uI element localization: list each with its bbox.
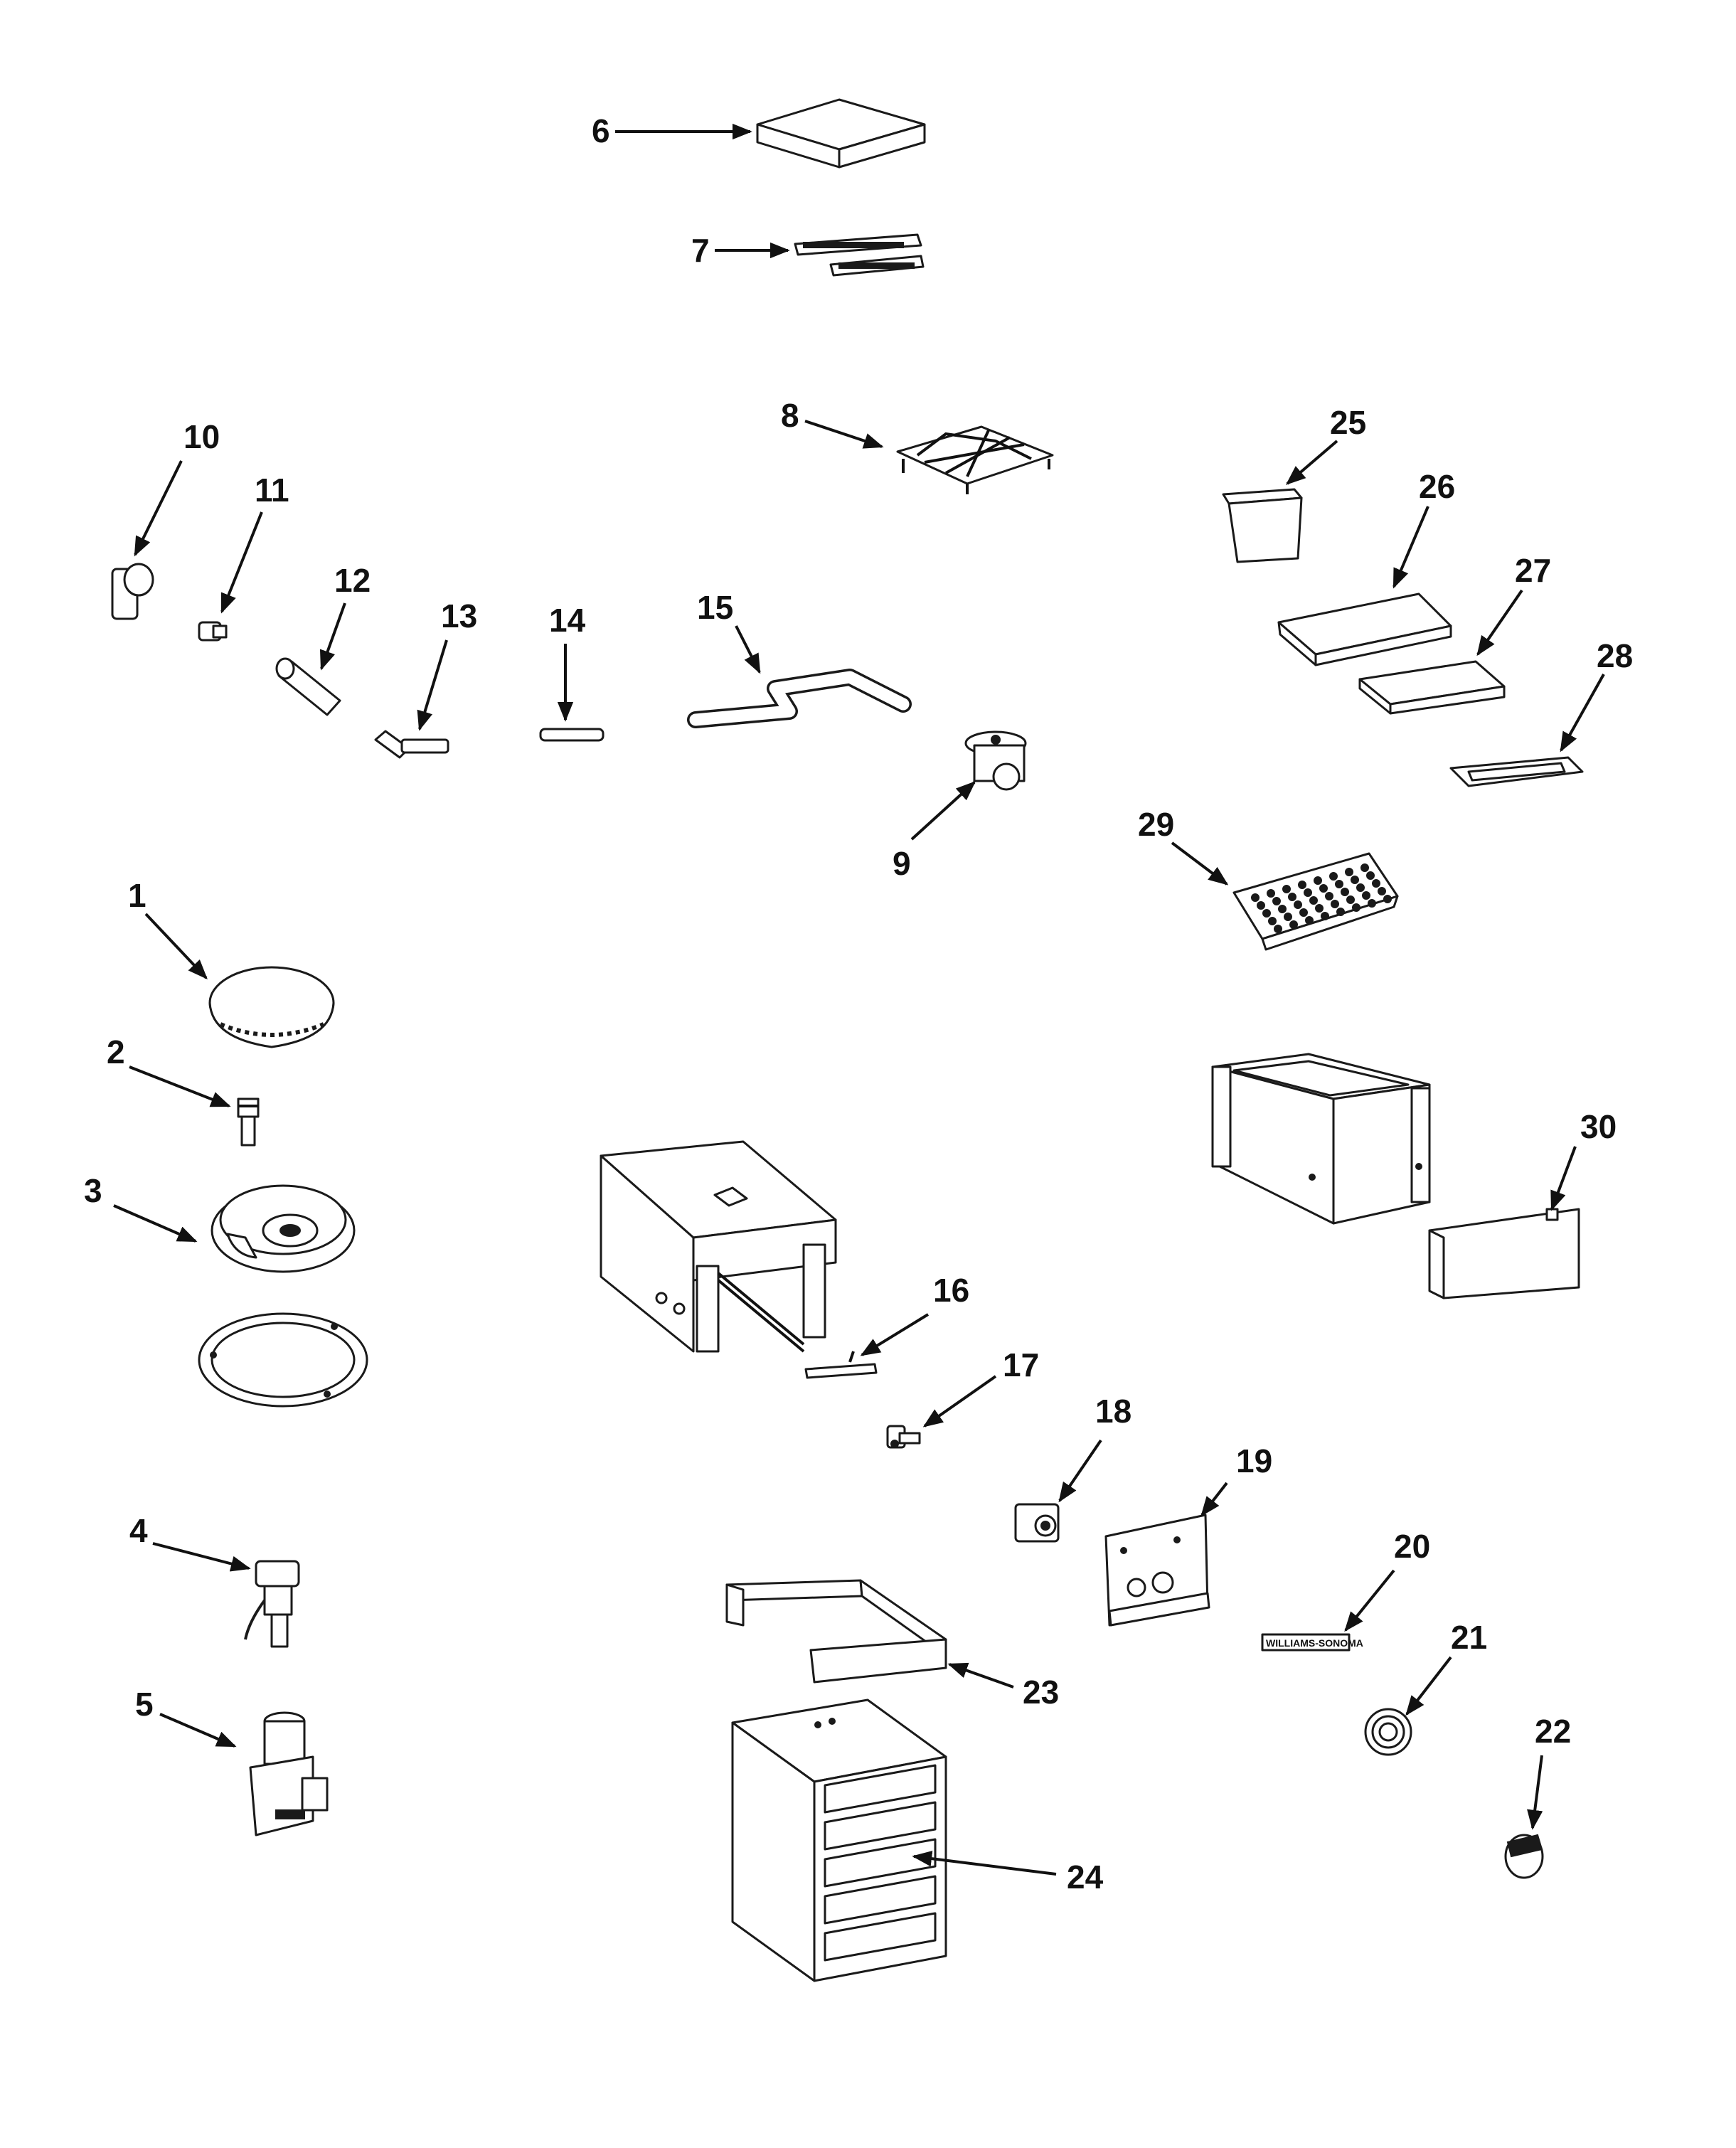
callout-21: 21	[1451, 1619, 1487, 1656]
callout-1: 1	[128, 877, 147, 914]
callout-10: 10	[183, 418, 220, 455]
part-10-elbow	[111, 563, 154, 620]
part-15-manifold-tube	[687, 669, 912, 728]
part-6-cover-box	[756, 98, 926, 169]
part-5-valve-body	[249, 1711, 329, 1836]
part-19-control-panel	[1104, 1514, 1210, 1627]
part-26-tray-lid	[1277, 592, 1452, 666]
callout-14: 14	[549, 602, 586, 639]
callout-9: 9	[893, 845, 911, 882]
callout-3: 3	[84, 1172, 102, 1209]
callout-25: 25	[1330, 404, 1366, 441]
part-14-short-tube	[539, 728, 605, 742]
callout-18: 18	[1095, 1393, 1131, 1430]
part-11-fitting	[198, 621, 228, 642]
part-20-nameplate: WILLIAMS-SONOMA	[1261, 1633, 1363, 1652]
callout-23: 23	[1023, 1674, 1059, 1711]
part-8-grate	[896, 425, 1054, 494]
callout-17: 17	[1003, 1346, 1039, 1383]
callout-26: 26	[1419, 468, 1455, 505]
part-3-gasket	[198, 1312, 368, 1408]
callout-19: 19	[1236, 1442, 1272, 1479]
callout-7: 7	[691, 232, 710, 269]
callout-12: 12	[334, 562, 371, 599]
callout-15: 15	[697, 589, 733, 626]
callout-8: 8	[781, 397, 799, 434]
part-18-switch	[1014, 1503, 1060, 1543]
callout-28: 28	[1597, 637, 1633, 674]
callout-30: 30	[1580, 1108, 1617, 1145]
callout-16: 16	[933, 1272, 969, 1309]
part-4-ignition-switch	[244, 1560, 300, 1648]
part-22-knob	[1504, 1834, 1544, 1879]
part-13-bent-tube	[374, 730, 449, 759]
part-24-drawer-cabinet	[731, 1698, 947, 1982]
callout-29: 29	[1138, 806, 1174, 843]
callout-27: 27	[1515, 552, 1551, 589]
callout-2: 2	[107, 1033, 125, 1070]
part-7-trim-strips	[794, 233, 925, 277]
part-9-valve	[964, 730, 1027, 791]
part-28-drip-pan	[1449, 756, 1584, 787]
callout-24: 24	[1067, 1859, 1104, 1896]
callout-20: 20	[1394, 1528, 1430, 1565]
part-1-burner-cap	[208, 966, 335, 1048]
part-21-bezel	[1364, 1708, 1412, 1756]
part-17-fitting	[886, 1425, 921, 1449]
burner-housing-frame	[600, 1140, 837, 1353]
part-2-igniter	[237, 1097, 260, 1147]
part-25-cup	[1222, 488, 1303, 563]
callout-5: 5	[135, 1686, 154, 1723]
part-3-burner-base	[211, 1184, 356, 1273]
callout-13: 13	[441, 597, 477, 634]
part-27-tray	[1358, 660, 1506, 715]
callout-6: 6	[592, 112, 610, 149]
part-12-tube	[275, 657, 341, 716]
callout-22: 22	[1535, 1713, 1571, 1750]
part-30-drawer-front	[1428, 1208, 1580, 1299]
part-23-base-channel	[725, 1579, 947, 1684]
cabinet-frame	[1211, 1053, 1431, 1225]
callout-4: 4	[129, 1512, 148, 1549]
nameplate-label: WILLIAMS-SONOMA	[1266, 1637, 1363, 1649]
part-16-bar	[804, 1351, 878, 1379]
callout-11: 11	[255, 472, 289, 509]
part-29-perforated-tray	[1232, 852, 1399, 951]
